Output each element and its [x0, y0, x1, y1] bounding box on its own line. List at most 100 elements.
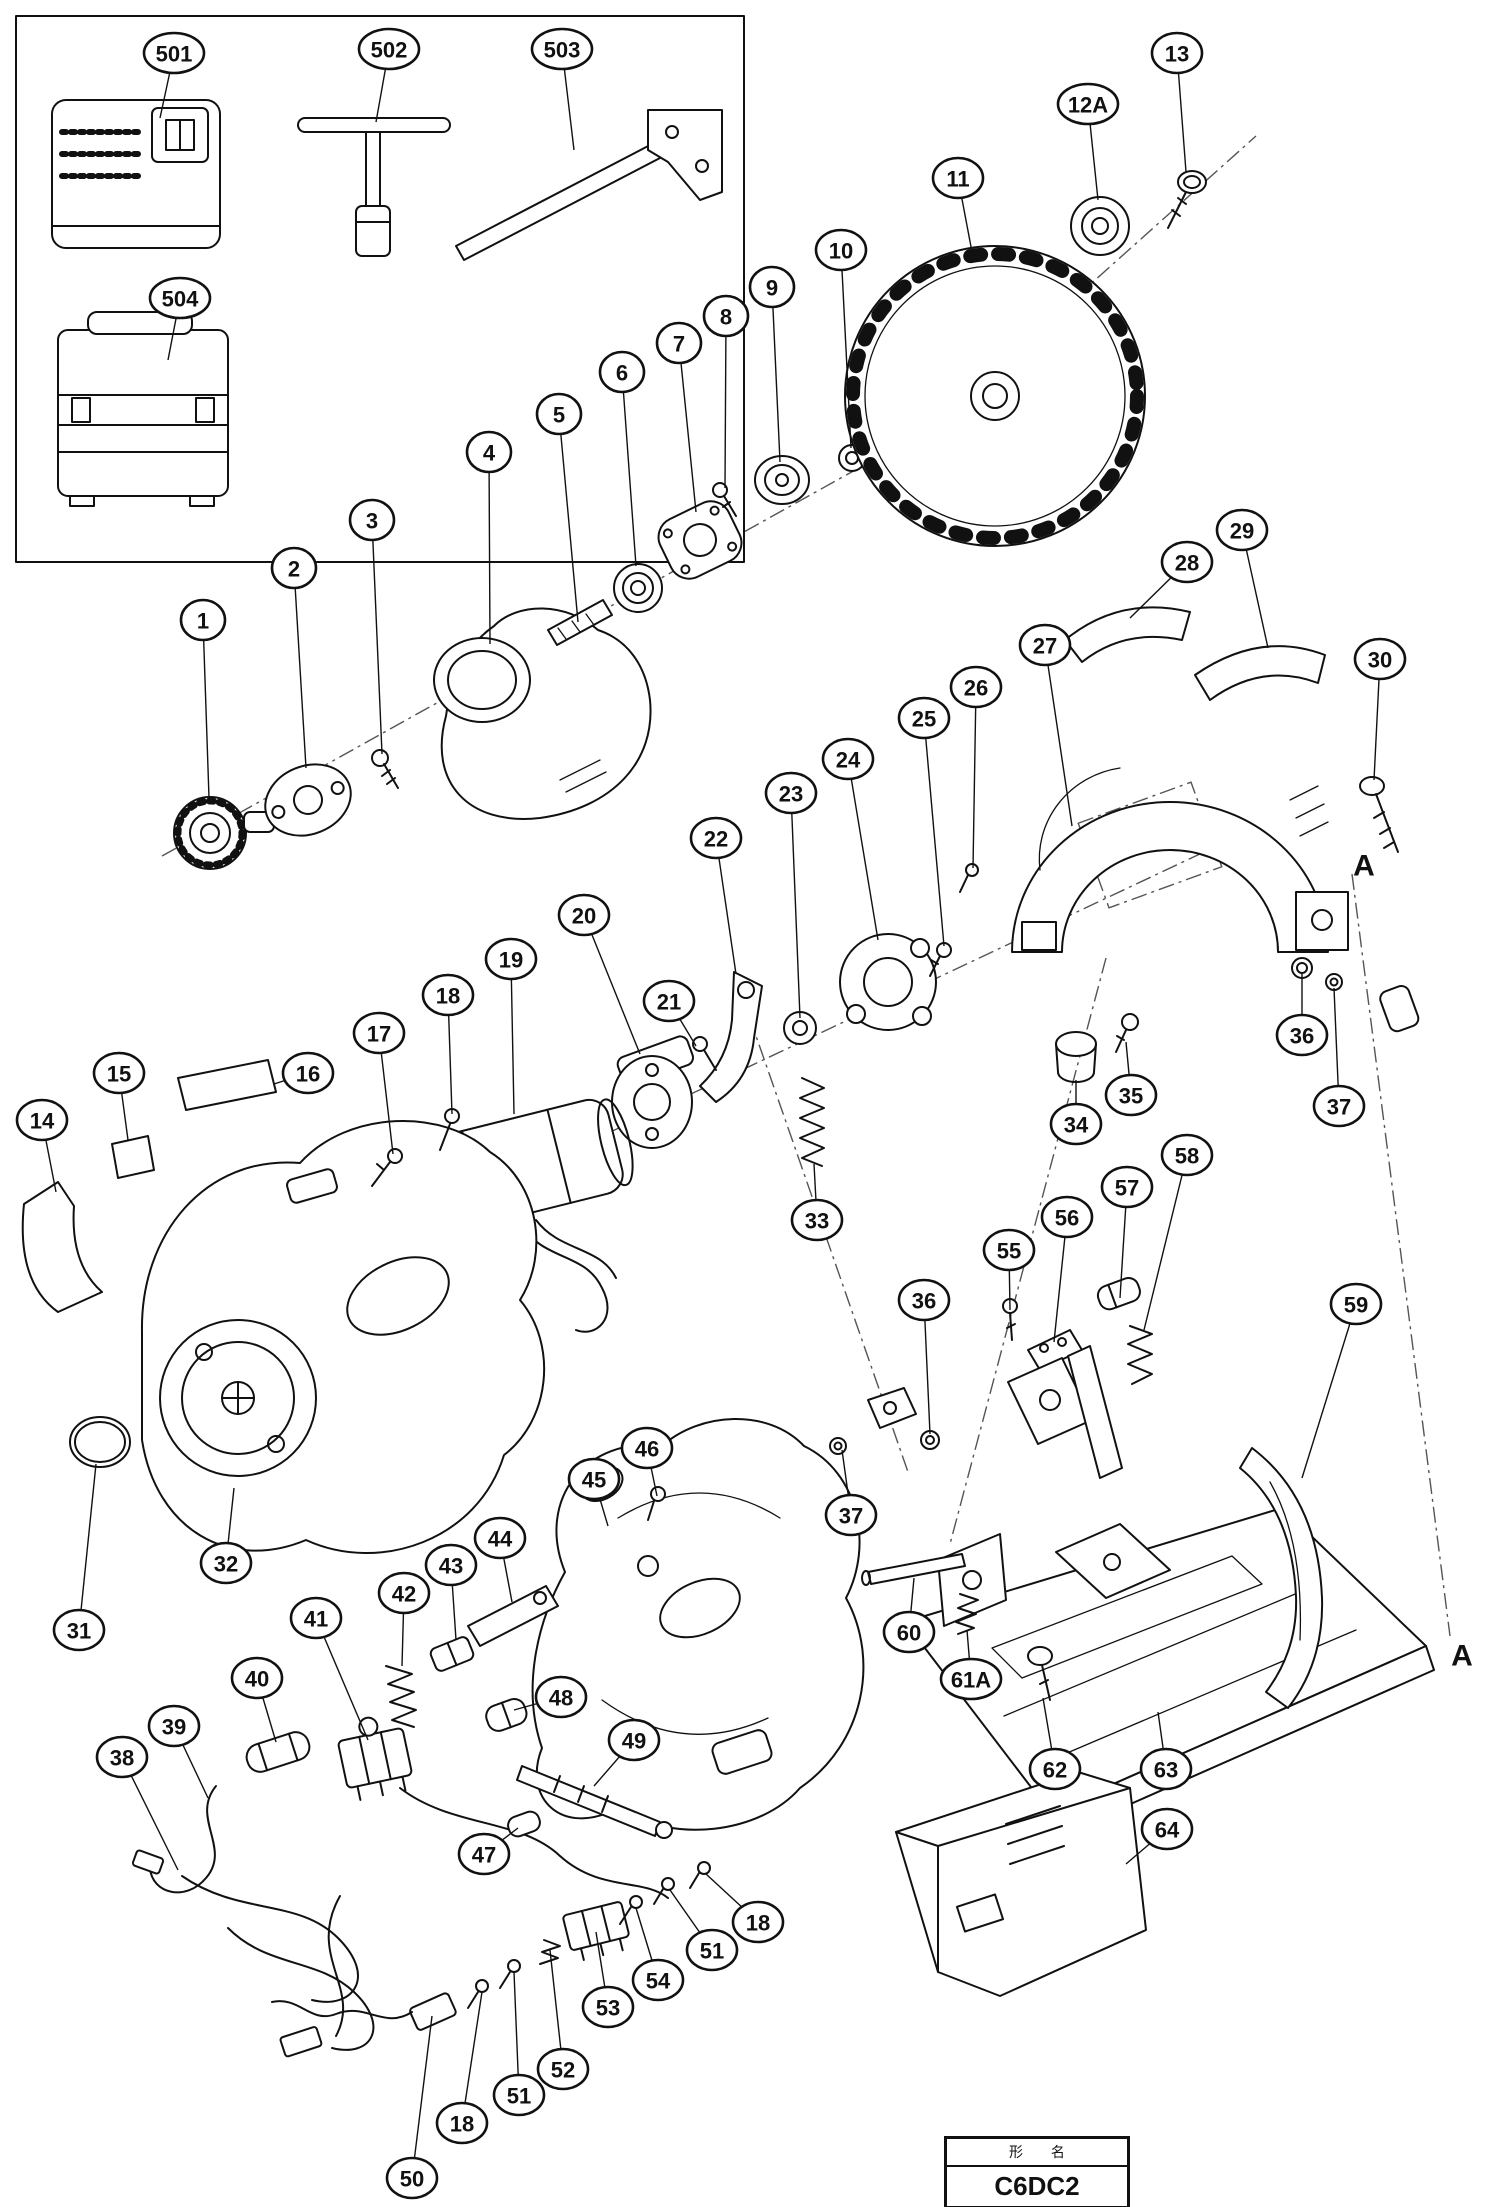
leader-line-1 — [202, 619, 210, 799]
svg-text:503: 503 — [544, 38, 581, 63]
section-marker-A: A — [1451, 1640, 1473, 1673]
svg-text:36: 36 — [1290, 1024, 1314, 1049]
motor-wires-drawing — [519, 1219, 617, 1333]
svg-text:38: 38 — [110, 1746, 134, 1771]
callout-12A: 12A — [1056, 82, 1120, 126]
callout-16: 16 — [281, 1051, 335, 1095]
key-57-drawing — [1096, 1277, 1141, 1311]
callout-24: 24 — [821, 737, 875, 781]
callout-58: 58 — [1160, 1133, 1214, 1177]
callout-21: 21 — [642, 979, 696, 1023]
screw-51-bottom-drawing — [499, 1959, 521, 1989]
pulley-gear-drawing — [173, 796, 275, 870]
callout-61A: 61A — [939, 1657, 1003, 1701]
clamp-lever-drawing — [829, 1387, 940, 1455]
svg-text:10: 10 — [829, 239, 853, 264]
leader-line-6 — [621, 371, 637, 567]
callout-1: 1 — [179, 598, 227, 642]
screw-17-drawing — [371, 1148, 403, 1187]
screw-25-drawing — [929, 942, 952, 977]
lead-wire-drawing — [131, 1785, 217, 1894]
callout-64: 64 — [1140, 1807, 1194, 1851]
svg-text:21: 21 — [657, 990, 681, 1015]
wiring-drawing — [181, 1787, 669, 2058]
callout-41: 41 — [289, 1596, 343, 1640]
svg-text:504: 504 — [162, 287, 199, 312]
callout-59: 59 — [1329, 1282, 1383, 1326]
svg-text:28: 28 — [1175, 551, 1199, 576]
svg-text:37: 37 — [1327, 1095, 1351, 1120]
callout-23: 23 — [764, 771, 818, 815]
callout-43: 43 — [424, 1543, 478, 1587]
callout-44: 44 — [473, 1516, 527, 1560]
callout-4: 4 — [465, 430, 513, 474]
svg-text:31: 31 — [67, 1619, 91, 1644]
svg-text:6: 6 — [616, 361, 628, 386]
svg-text:52: 52 — [551, 2058, 575, 2083]
svg-text:51: 51 — [507, 2084, 531, 2109]
gear-cover-drawing — [433, 599, 652, 820]
svg-text:1: 1 — [197, 609, 209, 634]
svg-text:48: 48 — [549, 1686, 573, 1711]
name-plate-drawing — [177, 1059, 277, 1111]
callout-27: 27 — [1018, 623, 1072, 667]
svg-text:30: 30 — [1368, 648, 1392, 673]
callout-26: 26 — [949, 665, 1003, 709]
o-ring-drawing — [69, 1416, 131, 1468]
callout-19: 19 — [484, 937, 538, 981]
callout-17: 17 — [352, 1011, 406, 1055]
callout-15: 15 — [92, 1051, 146, 1095]
svg-text:11: 11 — [946, 167, 969, 192]
spring-52-drawing — [539, 1939, 561, 1965]
svg-text:54: 54 — [646, 1969, 671, 1994]
svg-text:7: 7 — [673, 332, 685, 357]
callout-62: 62 — [1028, 1747, 1082, 1791]
callout-14: 14 — [15, 1098, 69, 1142]
cylinder-48-drawing — [485, 1697, 528, 1732]
model-label-header: 形 名 — [947, 2139, 1127, 2167]
saw-blade-drawing — [844, 245, 1146, 547]
washer-flange-drawing — [754, 455, 810, 505]
screw-46-drawing — [647, 1486, 666, 1521]
svg-text:5: 5 — [553, 403, 565, 428]
svg-text:34: 34 — [1064, 1113, 1089, 1138]
leader-line-18 — [461, 1991, 483, 2124]
ball-bearing-drawing — [613, 563, 663, 613]
callout-7: 7 — [655, 321, 703, 365]
bearing-plate-drawing — [657, 500, 743, 580]
svg-text:3: 3 — [366, 509, 378, 534]
cap-47-drawing — [507, 1810, 541, 1838]
fuse-cylinder-drawing — [245, 1731, 311, 1773]
callout-52: 52 — [536, 2047, 590, 2091]
screw-26-drawing — [959, 863, 979, 893]
leader-line-2 — [293, 567, 307, 769]
cover-strip-28-drawing — [1064, 606, 1191, 663]
leader-line-3 — [371, 519, 383, 755]
svg-text:23: 23 — [779, 782, 803, 807]
callout-51: 51 — [685, 1928, 739, 1972]
bearing-holder-drawing — [611, 1055, 693, 1149]
accessory-box-frame — [15, 15, 745, 563]
callout-45: 45 — [567, 1457, 621, 1501]
leader-line-4 — [488, 451, 491, 645]
screw-18-mid-drawing — [689, 1861, 711, 1889]
callout-5: 5 — [535, 392, 583, 436]
spring-33-drawing — [799, 1077, 825, 1167]
svg-text:4: 4 — [483, 441, 496, 466]
svg-text:502: 502 — [371, 38, 408, 63]
model-name: C6DC2 — [994, 2171, 1080, 2201]
leader-line-22 — [715, 837, 737, 975]
guide-quadrant-drawing — [1239, 1447, 1324, 1709]
leader-line-25 — [923, 717, 945, 947]
callout-2: 2 — [270, 546, 318, 590]
callout-502: 502 — [357, 27, 421, 71]
svg-text:8: 8 — [720, 305, 732, 330]
svg-text:13: 13 — [1165, 42, 1189, 67]
leader-line-27 — [1044, 644, 1073, 827]
screw-35-drawing — [1115, 1013, 1139, 1053]
svg-text:62: 62 — [1043, 1758, 1067, 1783]
callout-11: 11 — [931, 156, 985, 200]
svg-text:57: 57 — [1115, 1176, 1139, 1201]
svg-text:44: 44 — [488, 1527, 513, 1552]
